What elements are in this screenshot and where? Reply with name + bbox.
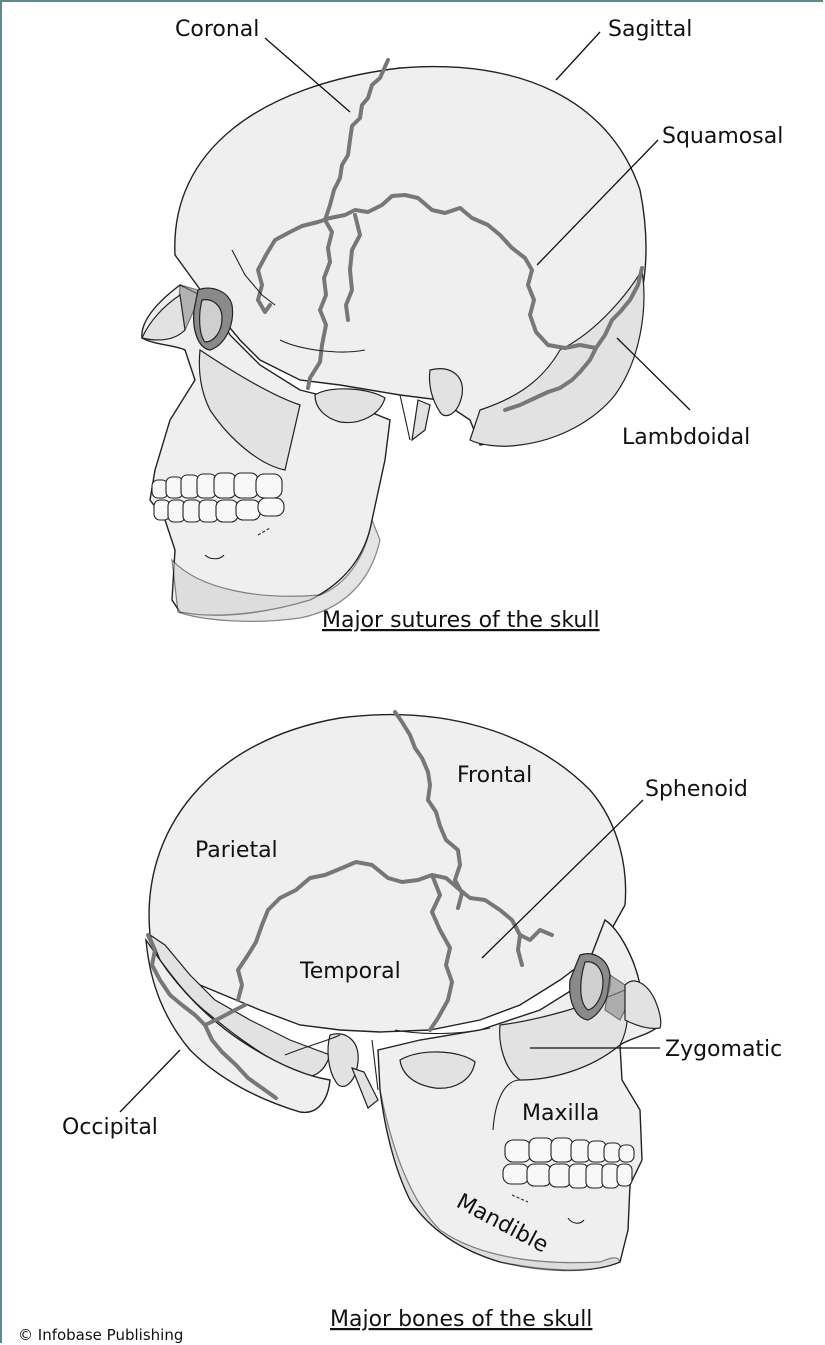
top-skull xyxy=(142,60,646,621)
copyright-notice: © Infobase Publishing xyxy=(18,1326,183,1344)
label-sphenoid: Sphenoid xyxy=(645,777,748,802)
label-squamosal: Squamosal xyxy=(662,124,783,149)
caption-top: Major sutures of the skull xyxy=(322,608,600,633)
label-coronal: Coronal xyxy=(175,17,259,42)
bottom-cranium xyxy=(149,715,626,1032)
label-temporal: Temporal xyxy=(299,959,401,984)
label-zygomatic: Zygomatic xyxy=(665,1037,782,1062)
label-frontal: Frontal xyxy=(457,763,532,788)
label-maxilla: Maxilla xyxy=(522,1101,599,1126)
label-lambdoidal: Lambdoidal xyxy=(622,425,750,450)
label-occipital: Occipital xyxy=(62,1115,158,1140)
top-teeth xyxy=(152,473,284,522)
label-parietal: Parietal xyxy=(195,838,278,863)
caption-bottom: Major bones of the skull xyxy=(330,1307,592,1332)
label-sagittal: Sagittal xyxy=(608,17,692,42)
bottom-skull xyxy=(146,712,661,1271)
